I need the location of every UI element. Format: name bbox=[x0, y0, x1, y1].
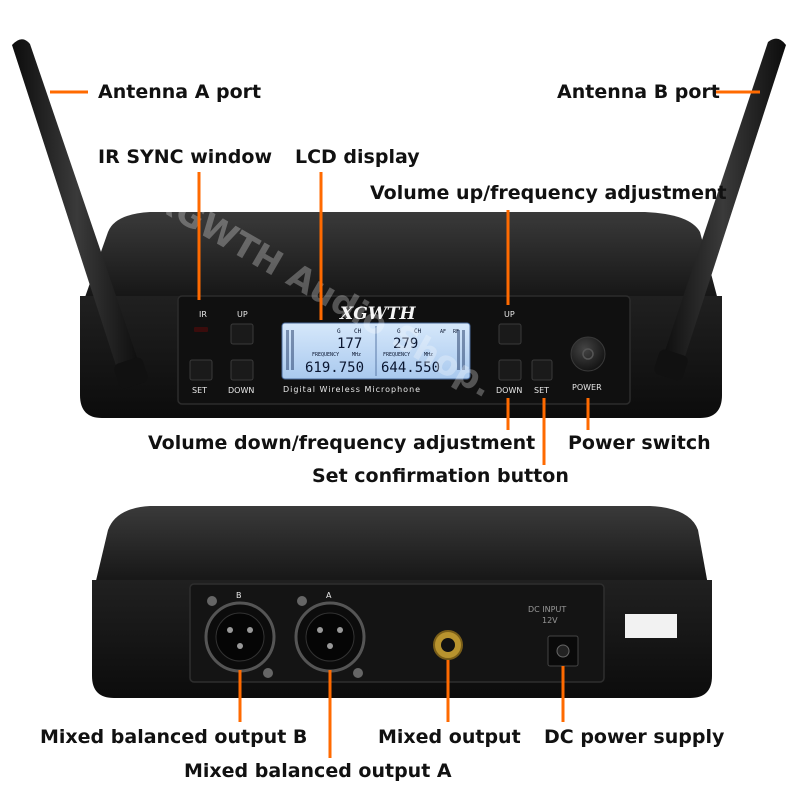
up-left-button[interactable] bbox=[230, 323, 254, 345]
set-right-label: SET bbox=[534, 386, 549, 395]
down-left-label: DOWN bbox=[228, 386, 254, 395]
up-right-label: UP bbox=[504, 310, 515, 319]
dc-label-2: 12V bbox=[542, 616, 558, 625]
callout-ir-sync: IR SYNC window bbox=[98, 146, 273, 168]
power-button[interactable] bbox=[570, 336, 606, 372]
lcd-left-ch-label: CH bbox=[354, 328, 362, 335]
set-right-button[interactable] bbox=[531, 359, 553, 381]
lcd-left-unit: MHz bbox=[352, 352, 361, 358]
xlr-b-label: B bbox=[236, 591, 242, 600]
lcd-right-frequency: 644.550 bbox=[381, 360, 440, 376]
callout-volume-up: Volume up/frequency adjustment bbox=[370, 182, 727, 204]
brand-logo: XGWTH bbox=[339, 304, 416, 324]
up-left-label: UP bbox=[237, 310, 248, 319]
callout-set-confirm: Set confirmation button bbox=[312, 465, 569, 487]
antenna-b bbox=[654, 38, 786, 381]
dc-power-jack[interactable] bbox=[547, 635, 579, 667]
ir-label: IR bbox=[199, 310, 207, 319]
dc-label-1: DC INPUT bbox=[528, 605, 566, 614]
lcd-left-group: G bbox=[337, 328, 341, 335]
callout-power: Power switch bbox=[568, 432, 711, 454]
callout-antenna-b: Antenna B port bbox=[557, 81, 720, 103]
serial-sticker bbox=[625, 614, 677, 638]
lcd-right-group: G bbox=[397, 328, 401, 335]
xlr-output-b[interactable] bbox=[204, 596, 276, 678]
callout-output-b: Mixed balanced output B bbox=[40, 726, 308, 748]
product-name: Digital Wireless Microphone bbox=[283, 385, 421, 394]
xlr-a-label: A bbox=[326, 591, 332, 600]
lcd-left-frequency: 619.750 bbox=[305, 360, 364, 376]
down-right-button[interactable] bbox=[498, 359, 522, 381]
set-left-button[interactable] bbox=[189, 359, 213, 381]
set-left-label: SET bbox=[192, 386, 207, 395]
callout-antenna-a: Antenna A port bbox=[98, 81, 262, 103]
callout-mixed-output: Mixed output bbox=[378, 726, 521, 748]
power-label: POWER bbox=[572, 383, 602, 392]
lcd-left-channel: 177 bbox=[337, 336, 362, 352]
down-left-button[interactable] bbox=[230, 359, 254, 381]
xlr-output-a[interactable] bbox=[294, 596, 366, 678]
lcd-right-ch-label: CH bbox=[414, 328, 422, 335]
ir-sync-window bbox=[194, 327, 208, 332]
mixed-output-jack[interactable] bbox=[433, 630, 463, 660]
callout-output-a: Mixed balanced output A bbox=[184, 760, 452, 782]
lcd-left-freq-label: FREQUENCY bbox=[312, 352, 339, 358]
power-icon bbox=[582, 348, 594, 360]
lcd-right-channel: 279 bbox=[393, 336, 418, 352]
lcd-af-label: AF bbox=[440, 329, 446, 335]
rear-receiver bbox=[92, 506, 712, 698]
callout-volume-down: Volume down/frequency adjustment bbox=[148, 432, 536, 454]
lcd-display: G CH 177 FREQUENCY MHz 619.750 G CH 279 … bbox=[281, 322, 471, 380]
lcd-right-unit: MHz bbox=[424, 352, 433, 358]
lcd-right-freq-label: FREQUENCY bbox=[383, 352, 410, 358]
down-right-label: DOWN bbox=[496, 386, 522, 395]
up-right-button[interactable] bbox=[498, 323, 522, 345]
callout-dc-supply: DC power supply bbox=[544, 726, 725, 748]
callout-lcd: LCD display bbox=[295, 146, 420, 168]
lcd-rf-label: RF bbox=[453, 329, 459, 335]
antenna-a bbox=[12, 39, 148, 389]
callout-lines bbox=[50, 90, 760, 758]
